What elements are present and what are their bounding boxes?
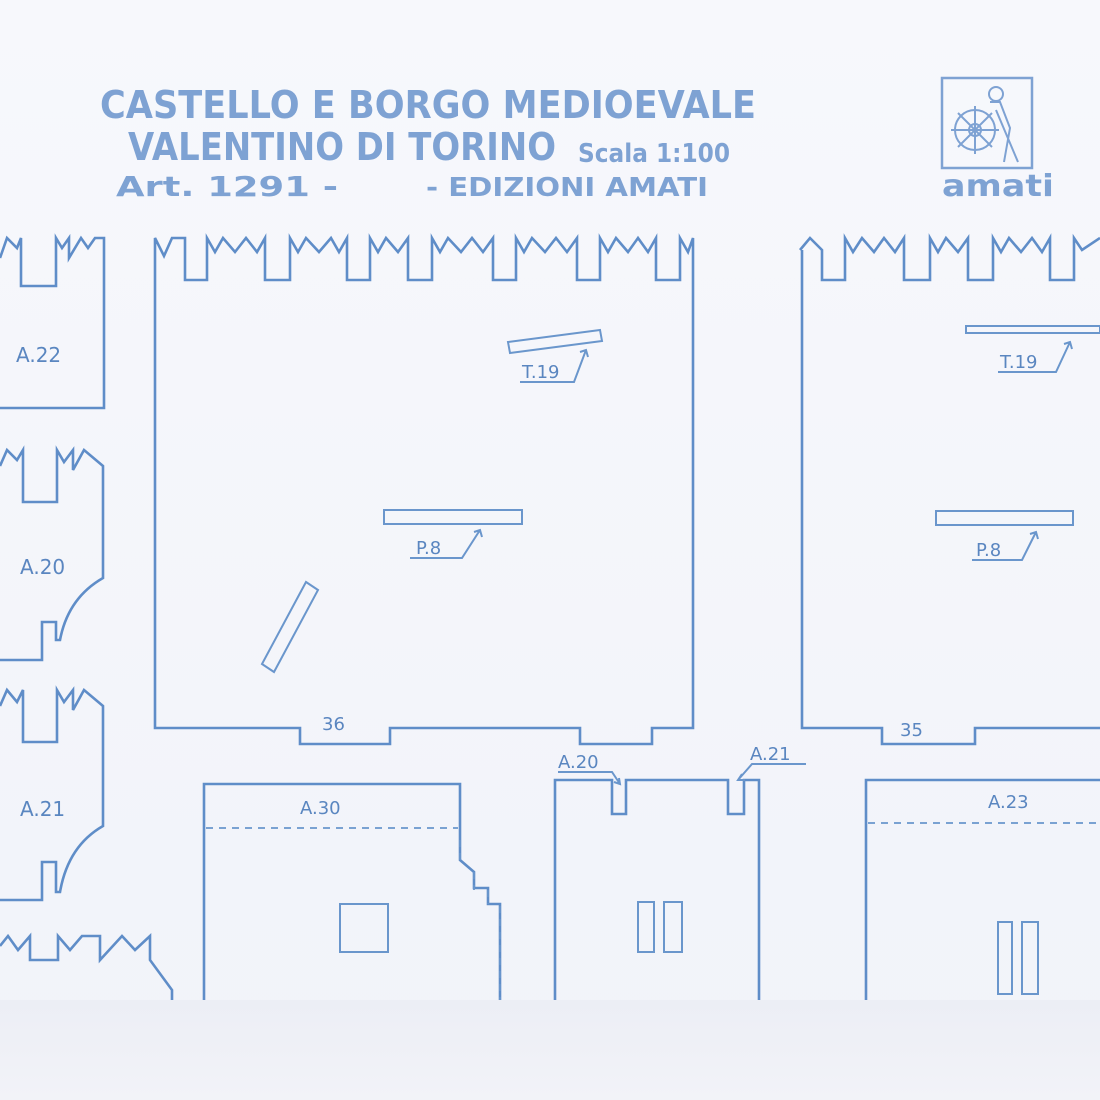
window-mid-right <box>663 901 683 953</box>
amati-logo: amati <box>940 76 1054 204</box>
slot-diagonal <box>260 580 320 674</box>
label-p8-left: P.8 <box>416 538 441 559</box>
label-a20-mid: A.20 <box>558 752 599 773</box>
wall-35-outline <box>799 233 1100 746</box>
title-line-1: CASTELLO E BORGO MEDIOEVALE <box>100 83 756 127</box>
label-t19-left: T.19 <box>521 362 560 383</box>
leader-a21-mid <box>736 763 806 781</box>
header: CASTELLO E BORGO MEDIOEVALE VALENTINO DI… <box>100 83 756 203</box>
label-35: 35 <box>900 720 923 741</box>
label-t19-right: T.19 <box>999 352 1038 373</box>
piece-a21-left-outline <box>0 685 105 902</box>
publisher-label: - EDIZIONI AMATI <box>426 173 708 203</box>
wall-36-outline <box>153 233 695 746</box>
piece-a22-outline <box>0 233 106 410</box>
leader-p8-left <box>410 528 483 559</box>
window-a23-right <box>1021 921 1039 995</box>
piece-bottom-left-outline <box>0 932 174 1000</box>
article-number: Art. 1291 - <box>116 170 338 203</box>
label-a21-mid: A.21 <box>750 744 791 765</box>
slot-p8-left <box>383 509 523 525</box>
slot-p8-right <box>935 510 1074 526</box>
label-p8-right: P.8 <box>976 540 1001 561</box>
piece-a23-outline <box>864 778 1100 1000</box>
label-a21-left: A.21 <box>20 797 65 821</box>
label-a22: A.22 <box>16 343 61 367</box>
leader-a20-mid <box>558 771 622 786</box>
slot-t19-right <box>965 325 1100 334</box>
label-a23: A.23 <box>988 792 1029 813</box>
label-a30: A.30 <box>300 798 341 819</box>
label-a20-left: A.20 <box>20 555 65 579</box>
piece-a20-left-outline <box>0 445 105 662</box>
window-mid-left <box>637 901 655 953</box>
leader-t19-right <box>998 340 1073 373</box>
logo-frame <box>940 76 1034 170</box>
scale-label: Scala 1:100 <box>578 139 730 169</box>
piece-a30-outline <box>202 782 502 1000</box>
title-line-2: VALENTINO DI TORINO <box>128 125 556 169</box>
piece-middle-outline <box>553 778 761 1000</box>
leader-p8-right <box>972 530 1039 561</box>
leader-t19-left <box>520 348 589 383</box>
label-36: 36 <box>322 714 345 735</box>
helmsman-icon <box>951 86 1019 163</box>
window-a30 <box>339 903 389 953</box>
slot-t19-left <box>506 328 604 355</box>
window-a23-left <box>997 921 1013 995</box>
sheet-edge-shadow <box>0 1000 1100 1100</box>
logo-wordmark: amati <box>942 169 1054 204</box>
